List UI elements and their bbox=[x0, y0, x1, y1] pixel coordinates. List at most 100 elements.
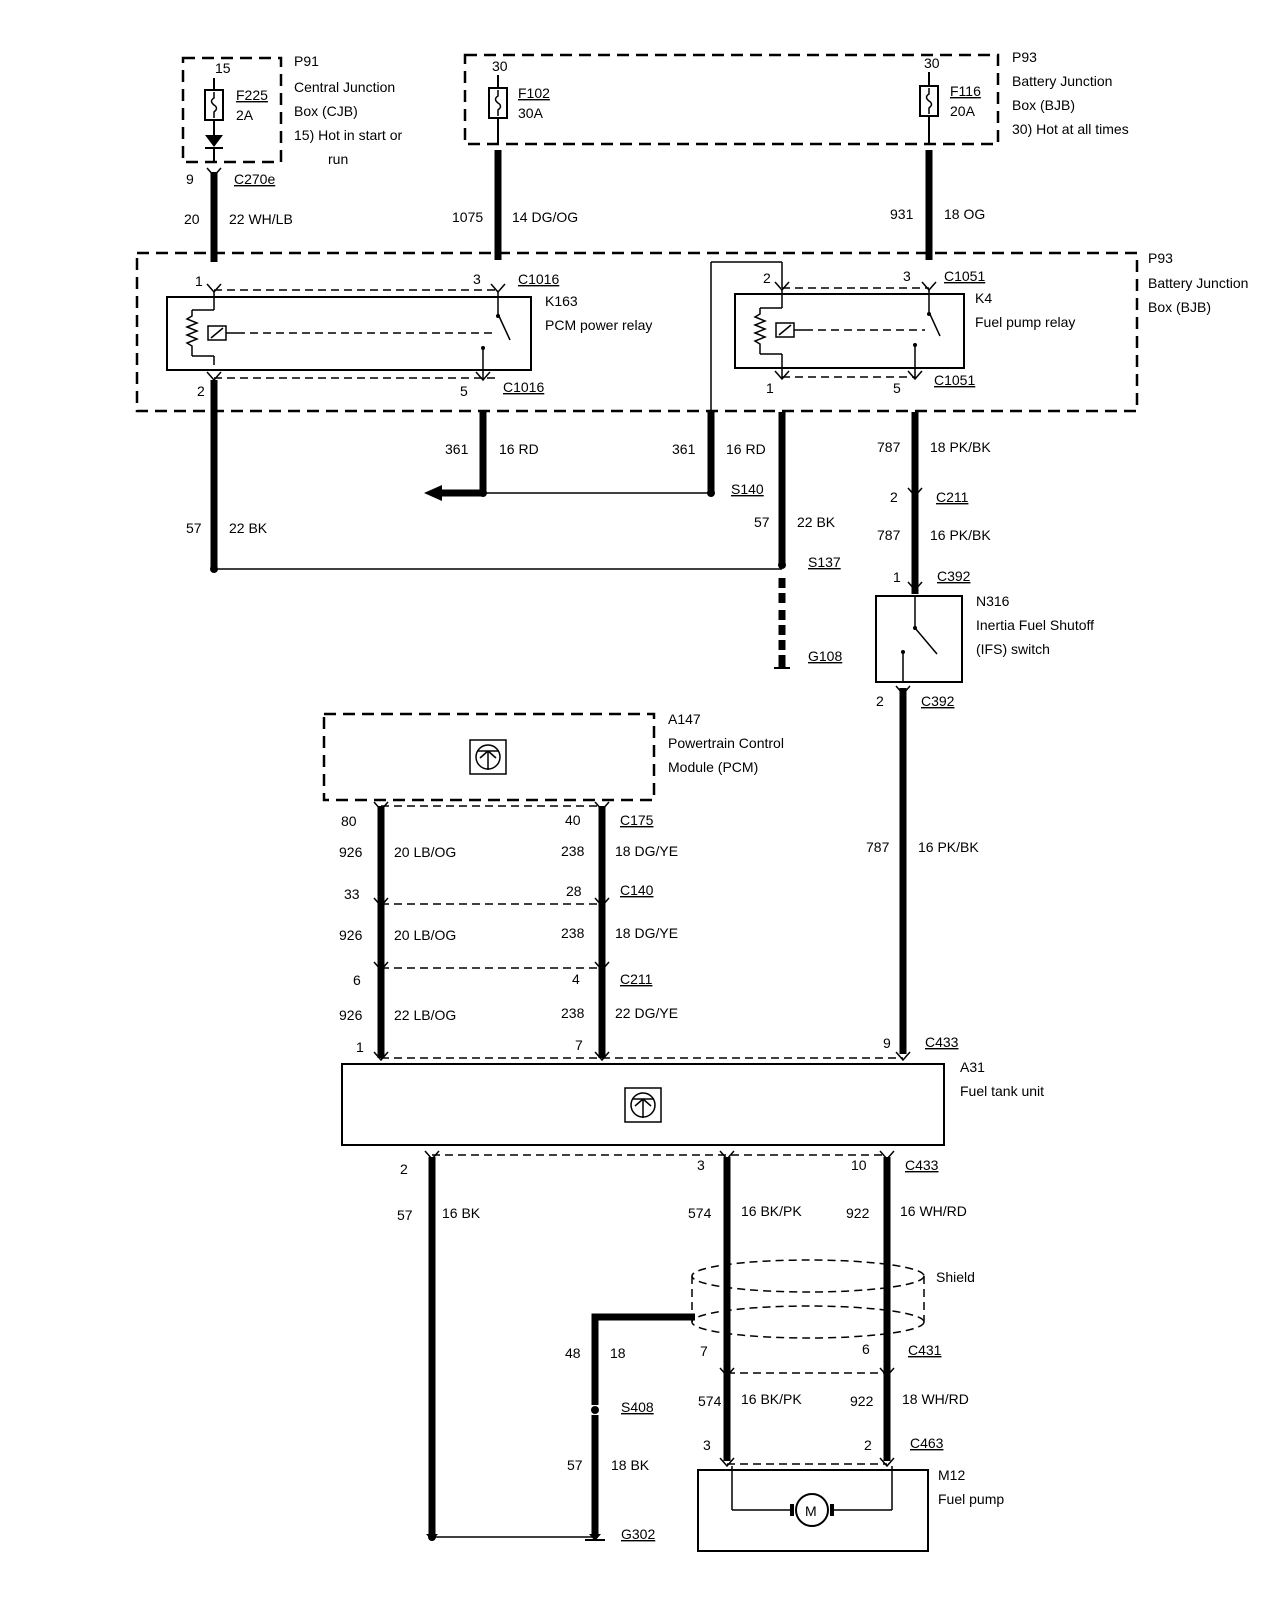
pin-label: 2 bbox=[763, 270, 771, 286]
relay-coil-icon bbox=[752, 290, 925, 379]
wire-57-fuel-pump-relay-ground: 57 22 BK S137 G108 bbox=[754, 412, 842, 669]
component-name: PCM power relay bbox=[545, 317, 652, 333]
component-name: Fuel tank unit bbox=[960, 1083, 1044, 1099]
pin-label: 9 bbox=[883, 1035, 891, 1051]
wire-label: 18 WH/RD bbox=[902, 1391, 969, 1407]
component-id: A31 bbox=[960, 1059, 985, 1075]
wire-label: 16 PK/BK bbox=[930, 527, 991, 543]
circuit-number: 787 bbox=[866, 839, 890, 855]
splice-label: S137 bbox=[808, 554, 841, 570]
circuit-number: 574 bbox=[698, 1393, 722, 1409]
connector-label: C1051 bbox=[934, 372, 975, 388]
component-name: Box (CJB) bbox=[294, 103, 358, 119]
circuit-number: 48 bbox=[565, 1345, 581, 1361]
splice-label: S140 bbox=[731, 481, 764, 497]
connector-label: C431 bbox=[908, 1342, 942, 1358]
pin-label: 1 bbox=[766, 380, 774, 396]
wire-922: 922 16 WH/RD 6 C431 922 18 WH/RD 2 C463 bbox=[846, 1157, 969, 1461]
wire-label: 22 WH/LB bbox=[229, 211, 293, 227]
pin-label: 9 bbox=[186, 171, 194, 187]
central-junction-box-p91: 15 F225 2A P91 Central Junction Box (CJB… bbox=[181, 53, 402, 167]
relay-switch-icon bbox=[481, 292, 511, 380]
circuit-number: 57 bbox=[567, 1457, 583, 1473]
component-name: Inertia Fuel Shutoff bbox=[976, 617, 1094, 633]
component-name: Fuel pump bbox=[938, 1491, 1004, 1507]
circuit-number: 926 bbox=[339, 1007, 363, 1023]
pin-label: 7 bbox=[575, 1037, 583, 1053]
wire-787-lower: 2 C392 787 16 PK/BK bbox=[866, 685, 979, 1054]
circuit-number: 57 bbox=[754, 514, 770, 530]
pin-label: 6 bbox=[862, 1341, 870, 1357]
circuit-number: 787 bbox=[877, 527, 901, 543]
relay-coil-icon bbox=[184, 292, 494, 365]
fuse-icon bbox=[488, 87, 508, 119]
circuit-number: 931 bbox=[890, 206, 914, 222]
wire-label: 22 DG/YE bbox=[615, 1005, 678, 1021]
connector-label: C140 bbox=[620, 882, 654, 898]
wire-label: 20 LB/OG bbox=[394, 844, 456, 860]
fuse-id: F102 bbox=[518, 85, 550, 101]
wire-label: 16 BK/PK bbox=[741, 1391, 802, 1407]
circuit-number: 574 bbox=[688, 1205, 712, 1221]
fuse-icon bbox=[204, 89, 224, 121]
fuse-id: F116 bbox=[950, 83, 981, 99]
pin-label: 30 bbox=[924, 55, 940, 71]
fuel-tank-unit-a31: A31 Fuel tank unit bbox=[341, 1059, 1044, 1146]
circuit-number: 238 bbox=[561, 925, 585, 941]
wire-label: 16 RD bbox=[499, 441, 539, 457]
circuit-number: 922 bbox=[850, 1393, 874, 1409]
wire-57-fuel-tank-ground: 57 16 BK bbox=[397, 1157, 595, 1541]
connector-label: C270e bbox=[234, 171, 275, 187]
wire-label: 16 PK/BK bbox=[918, 839, 979, 855]
pin-label: 3 bbox=[697, 1157, 705, 1173]
motor-label: M bbox=[805, 1503, 817, 1519]
pin-label: 1 bbox=[356, 1039, 364, 1055]
component-name: Box (BJB) bbox=[1148, 299, 1211, 315]
wire-787-upper: 787 18 PK/BK 2 C211 787 16 PK/BK 1 C392 bbox=[877, 412, 991, 594]
shield-icon: Shield bbox=[691, 1259, 975, 1339]
component-name: Battery Junction bbox=[1148, 275, 1248, 291]
battery-junction-box-p93-top: 30 F102 30A 30 F116 20A P93 Battery Junc… bbox=[463, 49, 1129, 146]
pin-label: 2 bbox=[400, 1161, 408, 1177]
wire-label: 14 DG/OG bbox=[512, 209, 578, 225]
circuit-number: 361 bbox=[445, 441, 469, 457]
fuse-rating: 30A bbox=[518, 105, 544, 121]
circuit-number: 1075 bbox=[452, 209, 483, 225]
component-note: 30) Hot at all times bbox=[1012, 121, 1129, 137]
pin-label: 40 bbox=[565, 812, 581, 828]
wire-361-fuel-pump-relay: 361 16 RD S140 bbox=[672, 412, 766, 497]
component-name: Central Junction bbox=[294, 79, 395, 95]
connector-label: C211 bbox=[936, 489, 969, 505]
wire-48-shield-drain: 48 18 S408 57 18 BK G302 bbox=[426, 1313, 695, 1542]
component-note: 15) Hot in start or bbox=[294, 127, 402, 143]
inertia-fuel-shutoff-switch-n316: N316 Inertia Fuel Shutoff (IFS) switch bbox=[875, 593, 1094, 683]
wire-label: 16 WH/RD bbox=[900, 1203, 967, 1219]
wire-label: 16 RD bbox=[726, 441, 766, 457]
connector-label: C433 bbox=[925, 1034, 959, 1050]
powertrain-control-module-a147: A147 Powertrain Control Module (PCM) bbox=[322, 711, 784, 802]
connector-label: C1016 bbox=[518, 271, 559, 287]
connector-label: C211 bbox=[620, 971, 653, 987]
pin-label: 4 bbox=[572, 971, 580, 987]
pin-label: 15 bbox=[215, 60, 231, 76]
pin-label: 2 bbox=[197, 383, 205, 399]
ground-label: G108 bbox=[808, 648, 842, 664]
circuit-number: 238 bbox=[561, 843, 585, 859]
wire-label: 18 BK bbox=[611, 1457, 650, 1473]
pin-label: 28 bbox=[566, 883, 582, 899]
pin-label: 1 bbox=[893, 569, 901, 585]
pin-label: 3 bbox=[473, 271, 481, 287]
pin-label: 5 bbox=[460, 383, 468, 399]
connector-label: C433 bbox=[905, 1157, 939, 1173]
pin-label: 80 bbox=[341, 813, 357, 829]
wire-1075: 1075 14 DG/OG bbox=[452, 150, 578, 260]
wire-label: 18 DG/YE bbox=[615, 843, 678, 859]
wire-label: 20 LB/OG bbox=[394, 927, 456, 943]
wire-label: 22 BK bbox=[229, 520, 268, 536]
connector-label: C463 bbox=[910, 1435, 944, 1451]
circuit-number: 238 bbox=[561, 1005, 585, 1021]
wire-label: 18 PK/BK bbox=[930, 439, 991, 455]
fuse-id: F225 bbox=[236, 87, 268, 103]
circuit-number: 787 bbox=[877, 439, 901, 455]
relay-switch-icon bbox=[913, 290, 941, 379]
